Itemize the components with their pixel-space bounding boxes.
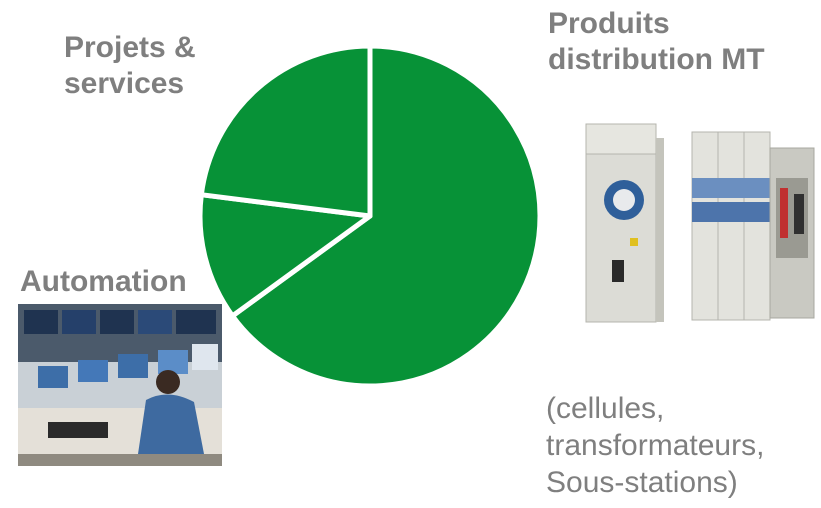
- pie-slice-produits-distribution-mt: [229, 43, 543, 389]
- pie-slice-projets-services: [198, 43, 373, 219]
- description-line: (cellules,: [546, 392, 665, 425]
- label-produits-distribution: Produits distribution MT: [548, 7, 765, 76]
- label-automation: Automation: [20, 265, 187, 298]
- pie-chart: [197, 43, 543, 389]
- product-description: (cellules, transformateurs, Sous-station…: [546, 390, 816, 501]
- label-projets-services: Projets & services: [64, 31, 196, 100]
- control-room-photo: [18, 304, 222, 466]
- description-line: Sous-stations): [546, 466, 738, 499]
- description-line: transformateurs,: [546, 429, 765, 462]
- pie-slice-automation: [197, 192, 373, 319]
- switchgear-photo: [580, 118, 818, 328]
